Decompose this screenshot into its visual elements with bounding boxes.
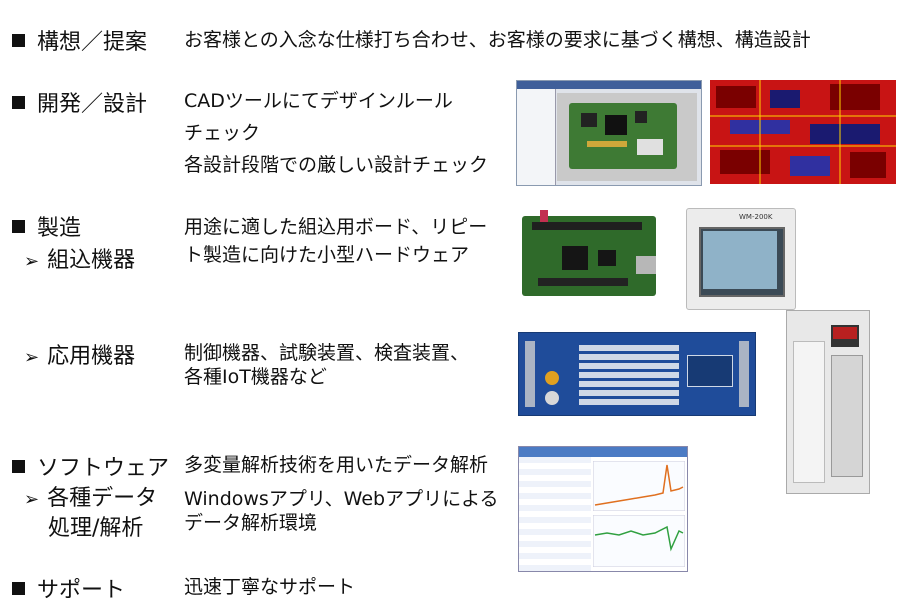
- desc-design-line1: CADツールにてデザインルール: [184, 90, 453, 112]
- desc-software-line2: Windowsアプリ、Webアプリによる: [184, 488, 499, 510]
- control-panel-image: [518, 332, 756, 416]
- subheading-embedded: ➢組込機器: [24, 248, 136, 273]
- subheading-data: ➢各種データ: [24, 486, 158, 511]
- heading-support: サポート: [12, 572, 125, 604]
- heading-concept: 構想／提案: [12, 24, 147, 56]
- square-bullet-icon: [12, 34, 25, 47]
- square-bullet-icon: [12, 460, 25, 473]
- heading-manufacturing: 製造: [12, 210, 81, 242]
- desc-support: 迅速丁寧なサポート: [184, 576, 356, 598]
- desc-design-line3: 各設計段階での厳しい設計チェック: [184, 154, 489, 176]
- desc-software-line1: 多変量解析技術を用いたデータ解析: [184, 454, 489, 476]
- touch-panel-device-image: WM-200K: [686, 208, 796, 310]
- desc-design-line2: チェック: [184, 122, 261, 144]
- device-model-label: WM-200K: [739, 213, 773, 221]
- square-bullet-icon: [12, 220, 25, 233]
- square-bullet-icon: [12, 96, 25, 109]
- desc-applied-line1: 制御機器、試験装置、検査装置、: [184, 342, 470, 364]
- data-analysis-software-image: [518, 446, 688, 572]
- arrow-bullet-icon: ➢: [24, 489, 40, 510]
- arrow-bullet-icon: ➢: [24, 347, 40, 368]
- desc-embedded-line1: 用途に適した組込用ボード、リピー: [184, 216, 488, 238]
- desc-embedded-line2: ト製造に向けた小型ハードウェア: [184, 244, 470, 266]
- embedded-board-image: [518, 208, 660, 300]
- subheading-analysis: 処理/解析: [48, 516, 144, 541]
- heading-design: 開発／設計: [12, 86, 147, 118]
- square-bullet-icon: [12, 582, 25, 595]
- desc-applied-line2: 各種IoT機器など: [184, 366, 327, 388]
- desc-software-line3: データ解析環境: [184, 512, 318, 534]
- desc-concept: お客様との入念な仕様打ち合わせ、お客様の要求に基づく構想、構造設計: [184, 29, 811, 51]
- subheading-applied: ➢応用機器: [24, 344, 136, 369]
- equipment-rack-image: [786, 310, 870, 494]
- pcb-layout-image: [710, 80, 896, 184]
- cad-screenshot-image: [516, 80, 702, 186]
- heading-software: ソフトウェア: [12, 450, 169, 482]
- arrow-bullet-icon: ➢: [24, 251, 40, 272]
